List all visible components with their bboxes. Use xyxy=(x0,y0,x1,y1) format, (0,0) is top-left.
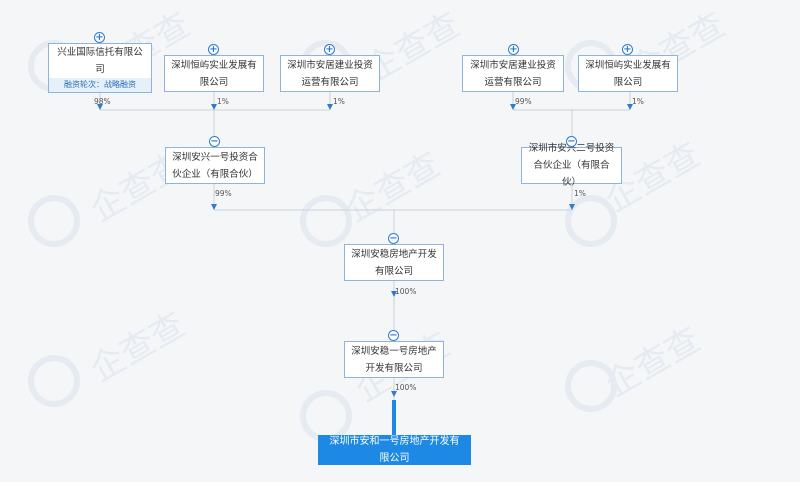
arrow-down-icon xyxy=(627,104,633,110)
arrow-down-icon xyxy=(510,104,516,110)
share-percentage: 1% xyxy=(632,97,644,106)
share-percentage: 99% xyxy=(515,97,532,106)
arrow-down-icon xyxy=(391,291,397,297)
node-name: 兴业国际信托有限公司 xyxy=(57,47,143,75)
expand-plus-icon[interactable]: + xyxy=(324,44,335,55)
financing-round-tag: 融资轮次：战略融资 xyxy=(49,78,151,92)
node-name: 深圳安稳房地产开发有限公司 xyxy=(351,248,437,277)
partnership-node-anxing1[interactable]: 深圳安兴一号投资合伙企业（有限合伙） xyxy=(165,147,265,184)
node-name: 深圳安稳一号房地产开发有限公司 xyxy=(351,345,437,374)
share-percentage: 1% xyxy=(333,97,345,106)
company-node-anwen1[interactable]: 深圳安稳一号房地产开发有限公司 xyxy=(344,341,444,378)
shareholder-node-xingye[interactable]: 兴业国际信托有限公司 融资轮次：战略融资 xyxy=(48,43,152,93)
node-name: 深圳市安兴二号投资合伙企业（有限合伙） xyxy=(528,143,615,188)
target-connector xyxy=(392,400,396,435)
partnership-node-anxing2[interactable]: 深圳市安兴二号投资合伙企业（有限合伙） xyxy=(521,143,622,188)
node-name: 深圳市安居建业投资运营有限公司 xyxy=(287,59,373,88)
node-name: 深圳恒屿实业发展有限公司 xyxy=(585,59,671,88)
share-percentage: 100% xyxy=(395,287,417,296)
arrow-down-icon xyxy=(391,391,397,397)
expand-plus-icon[interactable]: + xyxy=(208,44,219,55)
collapse-minus-icon[interactable]: − xyxy=(388,233,399,244)
share-percentage: 100% xyxy=(395,383,417,392)
expand-plus-icon[interactable]: + xyxy=(94,32,105,43)
arrow-down-icon xyxy=(211,104,217,110)
share-percentage: 1% xyxy=(217,97,229,106)
node-name: 深圳市安居建业投资运营有限公司 xyxy=(470,59,556,88)
collapse-minus-icon[interactable]: − xyxy=(566,136,577,147)
arrow-down-icon xyxy=(569,204,575,210)
share-percentage: 1% xyxy=(574,189,586,198)
target-company-node[interactable]: 深圳市安和一号房地产开发有限公司 xyxy=(318,435,471,465)
expand-plus-icon[interactable]: + xyxy=(508,44,519,55)
arrow-down-icon xyxy=(97,104,103,110)
node-name: 深圳市安和一号房地产开发有限公司 xyxy=(329,436,460,464)
collapse-minus-icon[interactable]: − xyxy=(388,330,399,341)
node-name: 深圳恒屿实业发展有限公司 xyxy=(171,59,257,88)
collapse-minus-icon[interactable]: − xyxy=(209,136,220,147)
share-percentage: 98% xyxy=(94,97,111,106)
shareholder-node-anju[interactable]: 深圳市安居建业投资运营有限公司 xyxy=(280,55,380,92)
shareholder-node-hengxu[interactable]: 深圳恒屿实业发展有限公司 xyxy=(164,55,264,92)
shareholder-node-hengxu-right[interactable]: 深圳恒屿实业发展有限公司 xyxy=(578,55,678,92)
shareholder-node-anju-right[interactable]: 深圳市安居建业投资运营有限公司 xyxy=(462,55,564,92)
arrow-down-icon xyxy=(327,104,333,110)
company-node-anwen[interactable]: 深圳安稳房地产开发有限公司 xyxy=(344,244,444,281)
expand-plus-icon[interactable]: + xyxy=(622,44,633,55)
share-percentage: 99% xyxy=(215,189,232,198)
arrow-down-icon xyxy=(211,204,217,210)
node-name: 深圳安兴一号投资合伙企业（有限合伙） xyxy=(172,151,258,180)
